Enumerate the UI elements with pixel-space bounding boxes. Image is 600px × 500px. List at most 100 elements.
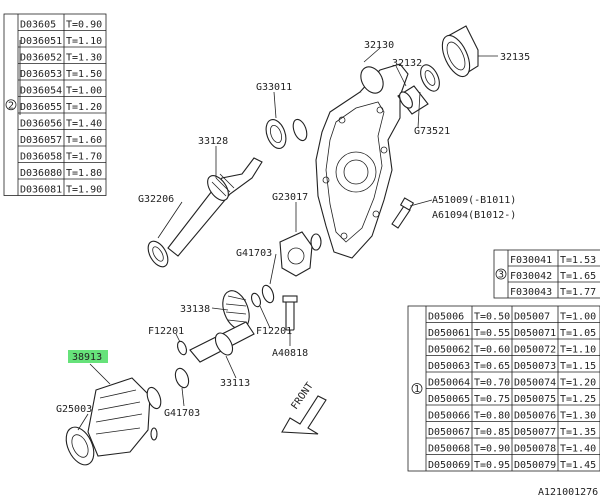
table-cell[interactable]: D036057 <box>20 135 62 146</box>
table-cell[interactable]: T=0.85 <box>474 427 510 438</box>
table-cell[interactable]: T=1.20 <box>66 102 102 113</box>
table-cell[interactable]: D03605 <box>20 20 56 31</box>
table-cell[interactable]: T=1.70 <box>66 152 102 163</box>
table-cell[interactable]: T=1.25 <box>560 394 596 405</box>
table-cell[interactable]: T=1.40 <box>66 119 102 130</box>
table-cell[interactable]: T=0.70 <box>474 378 510 389</box>
table-cell[interactable]: D036056 <box>20 119 62 130</box>
oring-small[interactable] <box>150 427 158 441</box>
table-cell[interactable]: D036052 <box>20 53 62 64</box>
snap-ring-g41703-lower[interactable] <box>173 367 191 390</box>
table-cell[interactable]: T=1.80 <box>66 168 102 179</box>
table-cell[interactable]: D050079 <box>514 460 556 471</box>
label-a40818[interactable]: A40818 <box>272 348 308 359</box>
table-cell[interactable]: T=1.20 <box>560 378 596 389</box>
table-cell[interactable]: D050071 <box>514 328 556 339</box>
table-cell[interactable]: D050078 <box>514 444 556 455</box>
retainer-g23017[interactable] <box>279 231 322 277</box>
table-cell[interactable]: D036053 <box>20 69 62 80</box>
label-f12201-left[interactable]: F12201 <box>148 326 184 337</box>
table-cell[interactable]: T=1.53 <box>560 255 596 266</box>
sleeve-32132[interactable] <box>397 85 429 115</box>
table-cell[interactable]: D050069 <box>428 460 470 471</box>
table-cell[interactable]: D050072 <box>514 345 556 356</box>
gear-33138[interactable] <box>218 287 254 333</box>
washer-f12201-upper[interactable] <box>250 292 262 308</box>
washer-f12201-lower[interactable] <box>176 340 188 356</box>
table-cell[interactable]: D050065 <box>428 394 470 405</box>
table-cell[interactable]: D050068 <box>428 444 470 455</box>
bearing-g33011[interactable] <box>262 117 309 151</box>
table-cell[interactable]: T=1.65 <box>560 271 596 282</box>
table-cell[interactable]: T=1.00 <box>66 86 102 97</box>
label-g41703-upper[interactable]: G41703 <box>236 248 272 259</box>
table-cell[interactable]: T=0.55 <box>474 328 510 339</box>
table-cell[interactable]: T=0.80 <box>474 411 510 422</box>
table-cell[interactable]: T=0.60 <box>474 345 510 356</box>
transfer-housing-32130[interactable] <box>315 63 409 259</box>
table-cell[interactable]: D05007 <box>514 312 550 323</box>
table-cell[interactable]: D036055 <box>20 102 62 113</box>
table-cell[interactable]: D050077 <box>514 427 556 438</box>
bolt-a40818[interactable] <box>282 295 298 331</box>
oil-seal-g73521[interactable] <box>417 62 443 94</box>
label-32130[interactable]: 32130 <box>364 40 394 51</box>
table-cell[interactable]: D050063 <box>428 361 470 372</box>
label-33113[interactable]: 33113 <box>220 378 250 389</box>
table-cell[interactable]: T=0.90 <box>66 20 102 31</box>
label-33128[interactable]: 33128 <box>198 136 228 147</box>
table-cell[interactable]: D050073 <box>514 361 556 372</box>
table-cell[interactable]: D05006 <box>428 312 464 323</box>
table-cell[interactable]: D036054 <box>20 86 62 97</box>
table-cell[interactable]: T=1.30 <box>66 53 102 64</box>
label-g41703-lower[interactable]: G41703 <box>164 408 200 419</box>
table-cell[interactable]: T=0.90 <box>474 444 510 455</box>
table-cell[interactable]: D050075 <box>514 394 556 405</box>
drive-pinion-38913[interactable] <box>87 377 163 457</box>
shaft-33128[interactable] <box>167 157 263 257</box>
label-38913[interactable]: 38913 <box>72 352 102 363</box>
label-g33011[interactable]: G33011 <box>256 82 292 93</box>
table-cell[interactable]: D050066 <box>428 411 470 422</box>
table-cell[interactable]: T=1.30 <box>560 411 596 422</box>
shaft-33113[interactable] <box>189 321 255 363</box>
table-cell[interactable]: T=1.10 <box>66 36 102 47</box>
table-cell[interactable]: T=1.40 <box>560 444 596 455</box>
label-33138[interactable]: 33138 <box>180 304 210 315</box>
table-cell[interactable]: D036080 <box>20 168 62 179</box>
table-cell[interactable]: D050067 <box>428 427 470 438</box>
table-cell[interactable]: T=1.00 <box>560 312 596 323</box>
extension-housing-32135[interactable] <box>437 25 479 81</box>
table-cell[interactable]: T=1.90 <box>66 185 102 196</box>
table-cell[interactable]: T=0.75 <box>474 394 510 405</box>
table-cell[interactable]: T=1.35 <box>560 427 596 438</box>
snap-ring-g41703-upper[interactable] <box>260 284 276 304</box>
table-cell[interactable]: T=1.50 <box>66 69 102 80</box>
bolt-a51009[interactable] <box>391 197 415 229</box>
label-f12201-right[interactable]: F12201 <box>256 326 292 337</box>
label-g25003[interactable]: G25003 <box>56 404 92 415</box>
table-cell[interactable]: D050076 <box>514 411 556 422</box>
table-cell[interactable]: T=1.77 <box>560 287 596 298</box>
label-a51009[interactable]: A51009(-B1011) <box>432 195 516 206</box>
label-g32206[interactable]: G32206 <box>138 194 174 205</box>
table-cell[interactable]: D050061 <box>428 328 470 339</box>
bearing-g25003[interactable] <box>61 423 100 469</box>
table-cell[interactable]: T=0.50 <box>474 312 510 323</box>
table-cell[interactable]: D050074 <box>514 378 556 389</box>
table-cell[interactable]: F030042 <box>510 271 552 282</box>
table-cell[interactable]: T=1.05 <box>560 328 596 339</box>
table-cell[interactable]: D050064 <box>428 378 470 389</box>
table-cell[interactable]: T=1.60 <box>66 135 102 146</box>
bearing-g32206[interactable] <box>144 238 172 270</box>
table-cell[interactable]: T=0.65 <box>474 361 510 372</box>
table-cell[interactable]: D036051 <box>20 36 62 47</box>
table-cell[interactable]: F030043 <box>510 287 552 298</box>
label-32135[interactable]: 32135 <box>500 52 530 63</box>
label-a61094[interactable]: A61094(B1012-) <box>432 210 516 221</box>
label-g23017[interactable]: G23017 <box>272 192 308 203</box>
table-cell[interactable]: D050062 <box>428 345 470 356</box>
table-cell[interactable]: T=1.45 <box>560 460 596 471</box>
label-32132[interactable]: 32132 <box>392 58 422 69</box>
table-cell[interactable]: F030041 <box>510 255 552 266</box>
